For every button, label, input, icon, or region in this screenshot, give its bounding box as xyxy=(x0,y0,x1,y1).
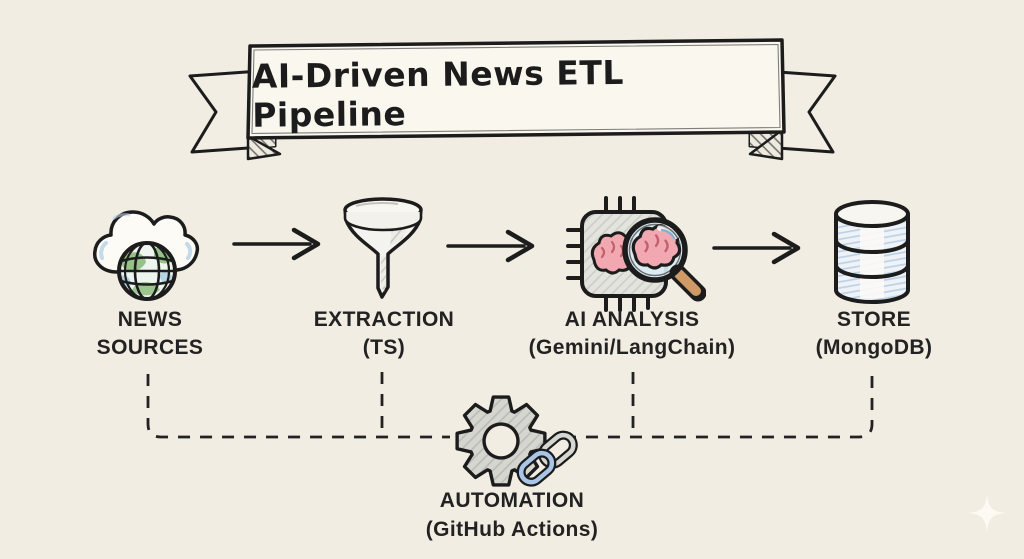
stage-label-line2: (MongoDB) xyxy=(815,336,933,359)
flow-arrow-2 xyxy=(446,229,535,263)
stage-label-line1: STORE xyxy=(837,308,911,331)
gear xyxy=(455,395,547,487)
automation-label-line1: AUTOMATION xyxy=(439,489,585,512)
chain-links xyxy=(516,430,578,487)
sparkle-icon xyxy=(968,494,1006,532)
cloud-globe-icon xyxy=(93,210,200,301)
flow-arrow-3 xyxy=(712,231,801,265)
automation-label-line2: (GitHub Actions) xyxy=(425,518,599,541)
database-icon xyxy=(834,200,910,304)
stage-label-line1: AI ANALYSIS xyxy=(564,308,700,331)
stage-label-line1: EXTRACTION xyxy=(313,308,455,331)
stage-label-line2: (Gemini/LangChain) xyxy=(528,336,736,359)
stage-label-line2: (TS) xyxy=(362,336,406,359)
diagram-title: AI-Driven News ETL Pipeline xyxy=(251,52,625,135)
banner-ribbon xyxy=(188,38,837,161)
stage-label-ai-analysis: AI ANALYSIS (Gemini/LangChain) xyxy=(500,306,764,362)
ribbon-panel xyxy=(246,38,786,140)
stage-label-line1: NEWS xyxy=(117,308,183,331)
stage-label-news-sources: NEWS SOURCES xyxy=(18,306,282,362)
chip-brain-magnifier-icon xyxy=(566,196,706,312)
chip-pins xyxy=(566,196,650,312)
stage-label-store: STORE (MongoDB) xyxy=(742,306,1006,362)
stage-label-extraction: EXTRACTION (TS) xyxy=(252,306,516,362)
automation-label: AUTOMATION (GitHub Actions) xyxy=(380,486,644,544)
flow-arrow-1 xyxy=(232,227,321,261)
magnifier-handle xyxy=(674,269,701,296)
stage-label-line2: SOURCES xyxy=(96,336,204,359)
funnel-icon xyxy=(343,197,423,299)
gear-chain-link-icon xyxy=(455,395,578,487)
